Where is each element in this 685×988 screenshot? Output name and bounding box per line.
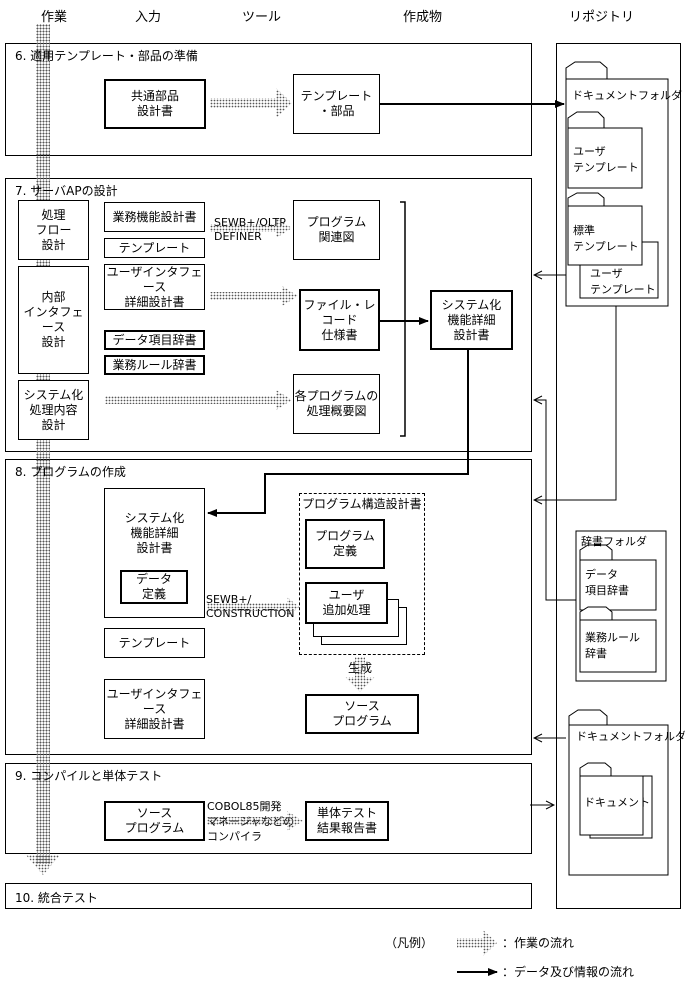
program-process-overview: 各プログラムの処理概要図: [293, 374, 380, 434]
program-structure-title: プログラム構造設計書: [302, 497, 422, 511]
tool-flow-arrows: [105, 88, 375, 831]
unit-test-report: 単体テスト結果報告書: [305, 801, 389, 841]
user-additional-process: ユーザ追加処理: [305, 582, 388, 624]
standard-template: 標準テンプレート: [573, 224, 639, 253]
legend-graphics: [457, 930, 498, 976]
section-7-title: 7. サーバAPの設計: [15, 184, 118, 198]
business-rule-dictionary-repo: 業務ルール辞書: [585, 631, 640, 660]
source-program-input: ソースプログラム: [104, 801, 205, 841]
repository-links: [530, 275, 617, 805]
data-definition-sub: データ定義: [120, 570, 188, 604]
document-label: ドキュメント: [584, 796, 650, 809]
header-output: 作成物: [403, 10, 443, 25]
legend-title: （凡例）: [385, 936, 434, 950]
file-record-spec: ファイル・レコード仕様書: [299, 289, 380, 351]
user-template-2: ユーザテンプレート: [590, 267, 656, 296]
section-9-title: 9. コンパイルと単体テスト: [15, 769, 163, 783]
doc-folder-1-label: ドキュメントフォルダ: [572, 89, 682, 102]
header-tool: ツール: [242, 10, 282, 25]
data-flow-lines: [207, 100, 565, 517]
section-10-title: 10. 統合テスト: [15, 891, 98, 905]
system-function-detail-design-doc: システム化機能詳細設計書: [430, 290, 513, 350]
user-template-1: ユーザテンプレート: [573, 145, 639, 174]
data-item-dictionary-s7: データ項目辞書: [104, 330, 205, 350]
section-8-title: 8. プログラムの作成: [15, 465, 126, 479]
business-rule-dictionary-s7: 業務ルール辞書: [104, 355, 205, 375]
system-process-design: システム化処理内容設計: [18, 380, 89, 440]
business-function-design-doc: 業務機能設計書: [104, 202, 205, 232]
legend-work-flow: ：作業の流れ: [502, 936, 575, 950]
header-work: 作業: [41, 10, 68, 25]
dict-folder-label: 辞書フォルダ: [581, 535, 647, 548]
section-6-title: 6. 適用テンプレート・部品の準備: [15, 49, 198, 63]
template-input-s8: テンプレート: [104, 628, 205, 658]
header-input: 入力: [135, 10, 162, 25]
source-program-output: ソースプログラム: [305, 694, 419, 734]
ui-detail-design-doc-s8: ユーザインタフェース詳細設計書: [104, 679, 205, 739]
doc-folder-2-label: ドキュメントフォルダ: [576, 730, 685, 743]
header-repository: リポジトリ: [569, 10, 635, 25]
section-9: [5, 763, 532, 854]
ui-detail-design-doc-s7: ユーザインタフェース詳細設計書: [104, 264, 205, 310]
template-input-s7: テンプレート: [104, 238, 205, 258]
data-item-dictionary-repo: データ項目辞書: [585, 568, 629, 597]
work-flow-arrowhead: [26, 855, 60, 875]
section-6: [5, 43, 532, 156]
template-parts-output: テンプレート・部品: [293, 74, 380, 134]
program-relation-diagram: プログラム関連図: [293, 200, 380, 260]
internal-interface-design: 内部インタフェース設計: [18, 266, 89, 374]
common-parts-design-doc: 共通部品設計書: [104, 79, 206, 129]
repo-folders: [565, 61, 669, 876]
process-flow-design: 処理フロー設計: [18, 200, 89, 260]
legend-data-flow: ：データ及び情報の流れ: [502, 965, 635, 979]
program-definition: プログラム定義: [305, 519, 385, 569]
section-10: [5, 883, 532, 909]
